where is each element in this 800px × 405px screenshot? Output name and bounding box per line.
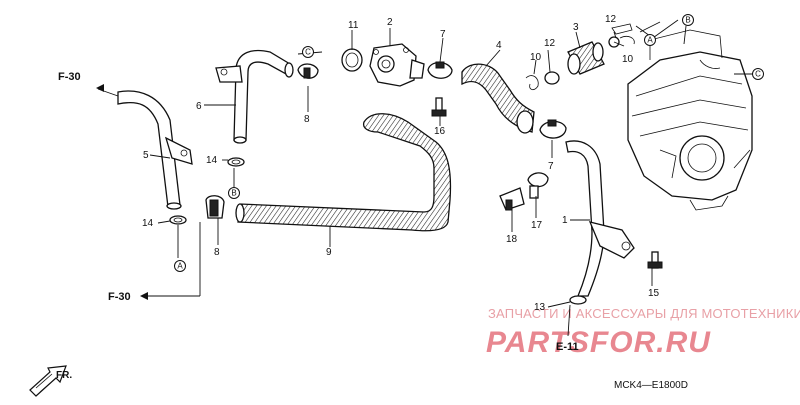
part-6-pipe xyxy=(215,49,294,144)
callout-13: 13 xyxy=(534,302,546,313)
svg-text:B: B xyxy=(685,16,690,25)
part-14-washers xyxy=(169,157,245,225)
marker-a-bottom: A xyxy=(174,260,186,272)
reference-labels: F-30 F-30 E-11 MCK4—E1800D xyxy=(58,71,688,391)
marker-a-top: A xyxy=(644,34,656,46)
watermark: ЗАПЧАСТИ И АКСЕССУАРЫ ДЛЯ МОТОТЕХНИКИ PA… xyxy=(486,306,800,359)
part-7-clamps xyxy=(427,61,567,188)
callout-8-lower: 8 xyxy=(214,247,220,258)
ref-f30-top: F-30 xyxy=(58,71,81,83)
callout-3: 3 xyxy=(573,22,579,33)
callout-15: 15 xyxy=(648,288,660,299)
callout-7-lower: 7 xyxy=(548,161,554,172)
callout-numbers: 11 2 7 4 12 10 3 12 10 6 8 16 5 14 7 14 … xyxy=(142,14,660,313)
part-3-collar xyxy=(567,41,605,75)
callout-10-left: 10 xyxy=(530,52,542,63)
marker-c-left: C xyxy=(302,46,314,58)
engine-block xyxy=(627,29,753,211)
callout-12-left: 12 xyxy=(544,38,556,49)
part-9-hose xyxy=(235,113,452,232)
callout-7-upper: 7 xyxy=(440,29,446,40)
ref-arrows xyxy=(96,84,148,300)
callout-2: 2 xyxy=(387,17,393,28)
callout-12-right: 12 xyxy=(605,14,617,25)
ref-e11: E-11 xyxy=(556,341,579,353)
svg-text:C: C xyxy=(305,48,311,57)
marker-c-right: C xyxy=(752,68,764,80)
front-arrow-label: FR. xyxy=(56,370,72,381)
part-8-clamps xyxy=(205,63,319,219)
callout-8-upper: 8 xyxy=(304,114,310,125)
callout-1: 1 xyxy=(562,215,568,226)
callout-14-lower: 14 xyxy=(142,218,154,229)
callout-10-right: 10 xyxy=(622,54,634,65)
svg-text:B: B xyxy=(231,189,236,198)
callout-18: 18 xyxy=(506,234,518,245)
part-5-pipe xyxy=(117,90,193,210)
circle-markers: C B A C B A xyxy=(174,14,764,272)
ref-f30-bottom: F-30 xyxy=(108,291,131,303)
callout-14-upper: 14 xyxy=(206,155,218,166)
parts-17-18 xyxy=(499,185,539,211)
part-16-bolt xyxy=(431,97,447,117)
marker-b-top: B xyxy=(682,14,694,26)
part-1-pipe xyxy=(565,140,635,305)
callout-11: 11 xyxy=(348,20,359,31)
marker-b-mid: B xyxy=(228,187,240,199)
part-11-oring xyxy=(341,48,363,72)
part-2-housing xyxy=(369,43,425,87)
svg-text:A: A xyxy=(177,262,183,271)
callout-17: 17 xyxy=(531,220,543,231)
callout-16: 16 xyxy=(434,126,446,137)
callout-5: 5 xyxy=(143,150,149,161)
svg-text:A: A xyxy=(647,36,653,45)
front-arrow: FR. xyxy=(29,365,72,397)
part-15-bolt xyxy=(647,251,663,269)
watermark-brand: PARTSFOR.RU xyxy=(486,326,711,359)
callout-6: 6 xyxy=(196,101,202,112)
svg-text:C: C xyxy=(755,70,761,79)
watermark-tagline: ЗАПЧАСТИ И АКСЕССУАРЫ ДЛЯ МОТОТЕХНИКИ xyxy=(488,306,800,321)
callout-4: 4 xyxy=(496,40,502,51)
diagram-code: MCK4—E1800D xyxy=(614,380,688,391)
callout-9: 9 xyxy=(326,247,332,258)
part-4-hose xyxy=(461,63,535,134)
